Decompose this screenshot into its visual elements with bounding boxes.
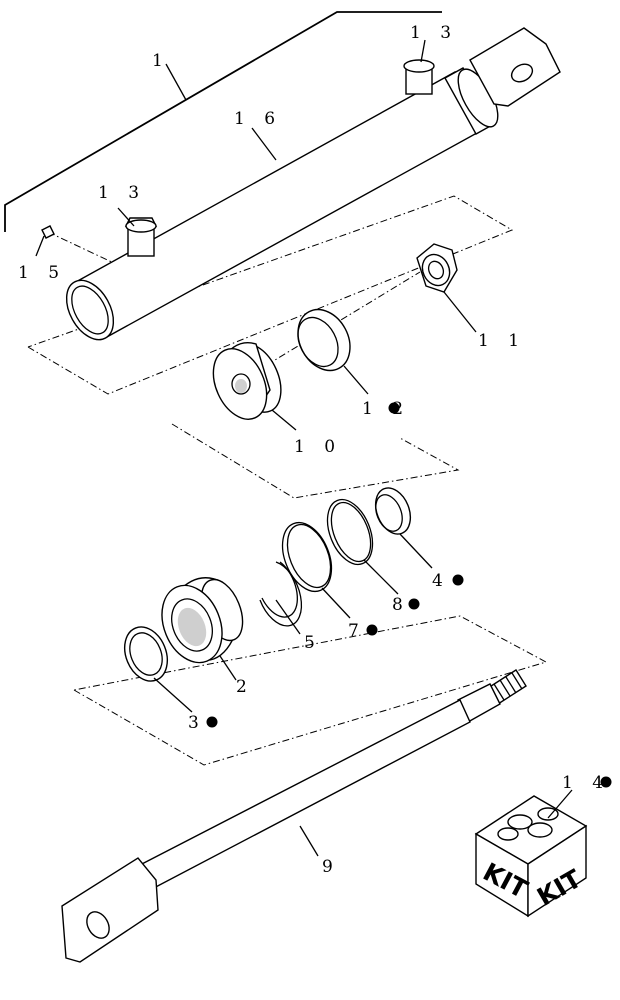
piston-seal-ring — [297, 308, 351, 372]
callout-1: 1 — [152, 51, 170, 71]
callout-3: 3 — [188, 713, 206, 733]
port-fitting-rear — [124, 217, 158, 257]
bullet-8 — [408, 598, 420, 610]
wiper-seal — [374, 487, 412, 535]
grease-fitting — [41, 225, 55, 239]
bullet-3 — [206, 716, 218, 728]
callout-4: 4 — [432, 571, 450, 591]
callout-7: 7 — [348, 621, 366, 641]
callout-14: 1 4 — [562, 773, 610, 793]
piston — [212, 342, 282, 420]
callout-13-rear: 1 3 — [98, 183, 146, 203]
backup-ring-7 — [281, 521, 333, 593]
bullet-4 — [452, 574, 464, 586]
bullet-12 — [388, 402, 400, 414]
callout-5: 5 — [304, 633, 322, 653]
callout-15: 1 5 — [18, 263, 66, 283]
snap-ring-5 — [259, 561, 303, 627]
callout-13-front: 1 3 — [410, 23, 458, 43]
leader-lines — [35, 39, 573, 857]
seal-kit-box — [474, 795, 588, 918]
kit-bullet-markers — [206, 402, 612, 788]
callout-10: 1 0 — [294, 437, 342, 457]
o-ring-8 — [326, 498, 374, 566]
bullet-14 — [600, 776, 612, 788]
callout-12: 1 2 — [362, 399, 410, 419]
bullet-7 — [366, 624, 378, 636]
callout-8: 8 — [392, 595, 410, 615]
callout-11: 1 1 — [478, 331, 526, 351]
callout-2: 2 — [236, 677, 254, 697]
cylinder-barrel — [4, 11, 561, 341]
piston-nut — [416, 243, 458, 293]
port-fitting-front — [403, 59, 435, 95]
piston-rod — [61, 669, 527, 963]
callout-16: 1 6 — [234, 109, 282, 129]
rod-gland — [161, 577, 244, 664]
callout-9: 9 — [322, 857, 340, 877]
